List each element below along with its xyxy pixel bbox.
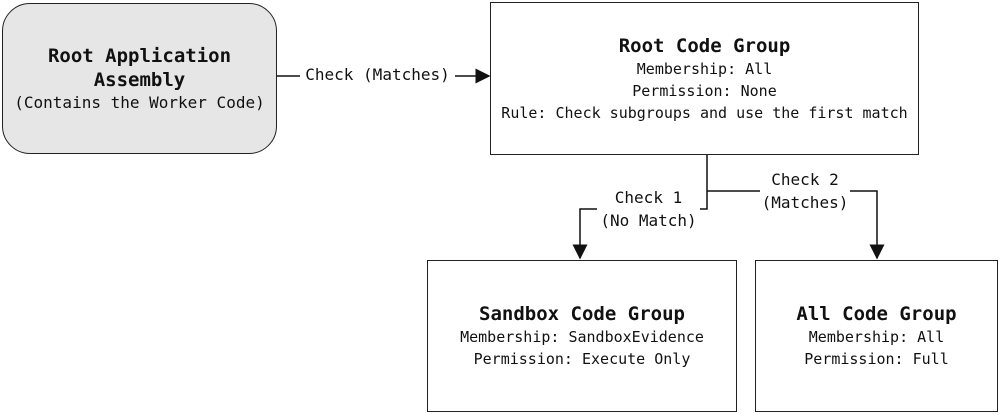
- root-assembly-node: Root Application Assembly (Contains the …: [2, 3, 277, 154]
- all-code-group-membership: Membership: All: [808, 328, 945, 346]
- root-assembly-title-2: Assembly: [93, 68, 186, 91]
- root-code-group-permission: Permission: None: [632, 81, 777, 100]
- all-code-group-title: All Code Group: [796, 303, 957, 325]
- sandbox-code-group-membership: Membership: SandboxEvidence: [460, 328, 704, 346]
- arrow-check1: [700, 191, 708, 210]
- arrow-check1-head: [572, 208, 597, 260]
- edge-label-check1-line1: Check 1: [597, 187, 700, 209]
- all-code-group-permission: Permission: Full: [804, 350, 949, 368]
- root-code-group-membership: Membership: All: [636, 59, 773, 78]
- sandbox-code-group-title: Sandbox Code Group: [479, 303, 685, 325]
- arrow-check2-head: [850, 190, 885, 260]
- root-assembly-title-1: Root Application: [47, 44, 232, 67]
- root-code-group-title: Root Code Group: [618, 34, 791, 57]
- sandbox-code-group-node: Sandbox Code Group Membership: SandboxEv…: [427, 260, 737, 412]
- edge-label-check2-line1: Check 2: [760, 169, 850, 191]
- edge-label-assembly-to-root: Check (Matches): [300, 64, 455, 86]
- root-code-group-rule: Rule: Check subgroups and use the first …: [501, 103, 908, 122]
- sandbox-code-group-permission: Permission: Execute Only: [473, 350, 691, 368]
- all-code-group-node: All Code Group Membership: All Permissio…: [755, 260, 998, 412]
- edge-label-check2-line2: (Matches): [755, 192, 855, 214]
- root-assembly-subtitle: (Contains the Worker Code): [14, 92, 265, 112]
- edge-label-check1-line2: (No Match): [597, 210, 700, 232]
- root-code-group-node: Root Code Group Membership: All Permissi…: [490, 2, 919, 155]
